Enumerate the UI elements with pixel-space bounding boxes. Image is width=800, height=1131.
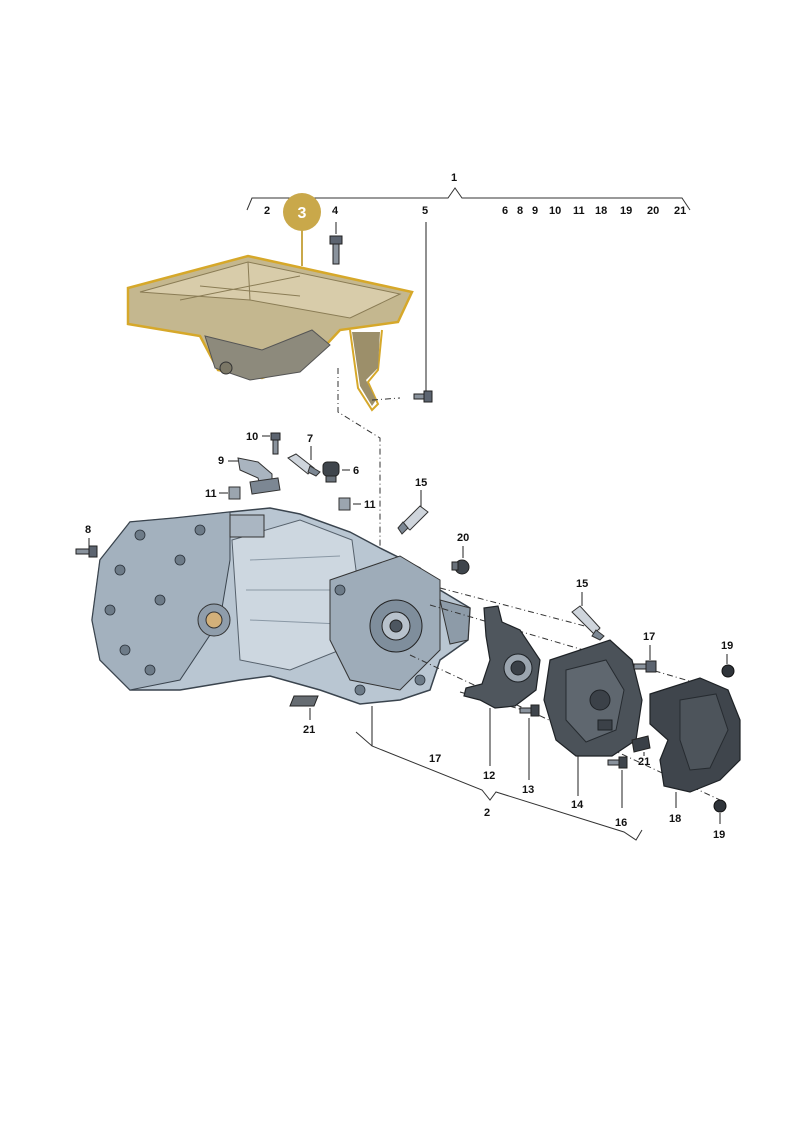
label-12[interactable]: 12 [483,770,495,782]
transmission-housing[interactable] [91,507,471,705]
alignment-line-c [439,587,601,631]
label-top-19[interactable]: 19 [620,205,632,217]
label-14[interactable]: 14 [571,799,584,811]
sleeve-11b[interactable] [338,497,351,511]
label-8[interactable]: 8 [85,524,91,536]
pan-bracket [349,329,383,412]
label-17b[interactable]: 17 [429,753,441,765]
alignment-line-pan [337,368,381,616]
label-11b[interactable]: 11 [364,499,376,511]
label-19a[interactable]: 19 [721,640,733,652]
label-top-20[interactable]: 20 [647,205,659,217]
bolt-4[interactable] [329,222,343,265]
stud-17[interactable] [633,660,657,673]
shim-21a[interactable] [289,695,319,707]
label-top-8[interactable]: 8 [517,205,523,217]
label-bottom-2[interactable]: 2 [484,807,490,819]
highlight-circle[interactable] [283,193,321,231]
label-top-21[interactable]: 21 [674,205,686,217]
label-15a[interactable]: 15 [415,477,427,489]
label-19b[interactable]: 19 [713,829,725,841]
label-6[interactable]: 6 [353,465,359,477]
cover-plate-14[interactable] [543,639,643,757]
sealant-tube-15a[interactable] [397,505,429,535]
oil-pan-cover[interactable] [126,254,414,381]
label-15b[interactable]: 15 [576,578,588,590]
label-7[interactable]: 7 [307,433,313,445]
label-3: 3 [298,205,307,222]
heat-shield-18[interactable] [649,677,741,793]
label-top-18[interactable]: 18 [595,205,607,217]
bolt-16[interactable] [607,756,628,769]
sealant-tube-15b[interactable] [571,605,605,641]
bolt-5[interactable] [413,222,433,403]
top-group-bracket [246,187,691,211]
label-18[interactable]: 18 [669,813,681,825]
shim-21b[interactable] [631,735,651,753]
plug-20[interactable] [451,559,470,575]
sealant-tube-7[interactable] [287,453,321,477]
pipe-elbow-9[interactable] [237,457,281,495]
label-17a[interactable]: 17 [643,631,655,643]
label-13[interactable]: 13 [522,784,534,796]
pan-bracket-fill [352,332,380,406]
bracket-12[interactable] [463,605,541,709]
label-20[interactable]: 20 [457,532,469,544]
plug-6[interactable] [322,461,340,483]
bottom-group-bracket [355,731,643,841]
bolt-10[interactable] [270,432,281,455]
label-10[interactable]: 10 [246,431,258,443]
nut-19b[interactable] [713,799,727,813]
label-top-5[interactable]: 5 [422,205,428,217]
label-top-6[interactable]: 6 [502,205,508,217]
nut-19a[interactable] [721,664,735,678]
bolt-13[interactable] [519,704,540,717]
label-11a[interactable]: 11 [205,488,217,500]
label-top-10[interactable]: 10 [549,205,561,217]
label-21b[interactable]: 21 [638,756,650,768]
label-16[interactable]: 16 [615,817,627,829]
label-9[interactable]: 9 [218,455,224,467]
alignment-line-a [429,604,721,691]
stud-8[interactable] [75,545,98,558]
label-21a[interactable]: 21 [303,724,315,736]
label-top-4[interactable]: 4 [332,205,339,217]
sleeve-11a[interactable] [228,486,241,500]
alignment-line-bolt5 [371,397,401,401]
label-top-9[interactable]: 9 [532,205,538,217]
label-top-2[interactable]: 2 [264,205,270,217]
label-1[interactable]: 1 [451,172,457,184]
label-top-11[interactable]: 11 [573,205,585,217]
